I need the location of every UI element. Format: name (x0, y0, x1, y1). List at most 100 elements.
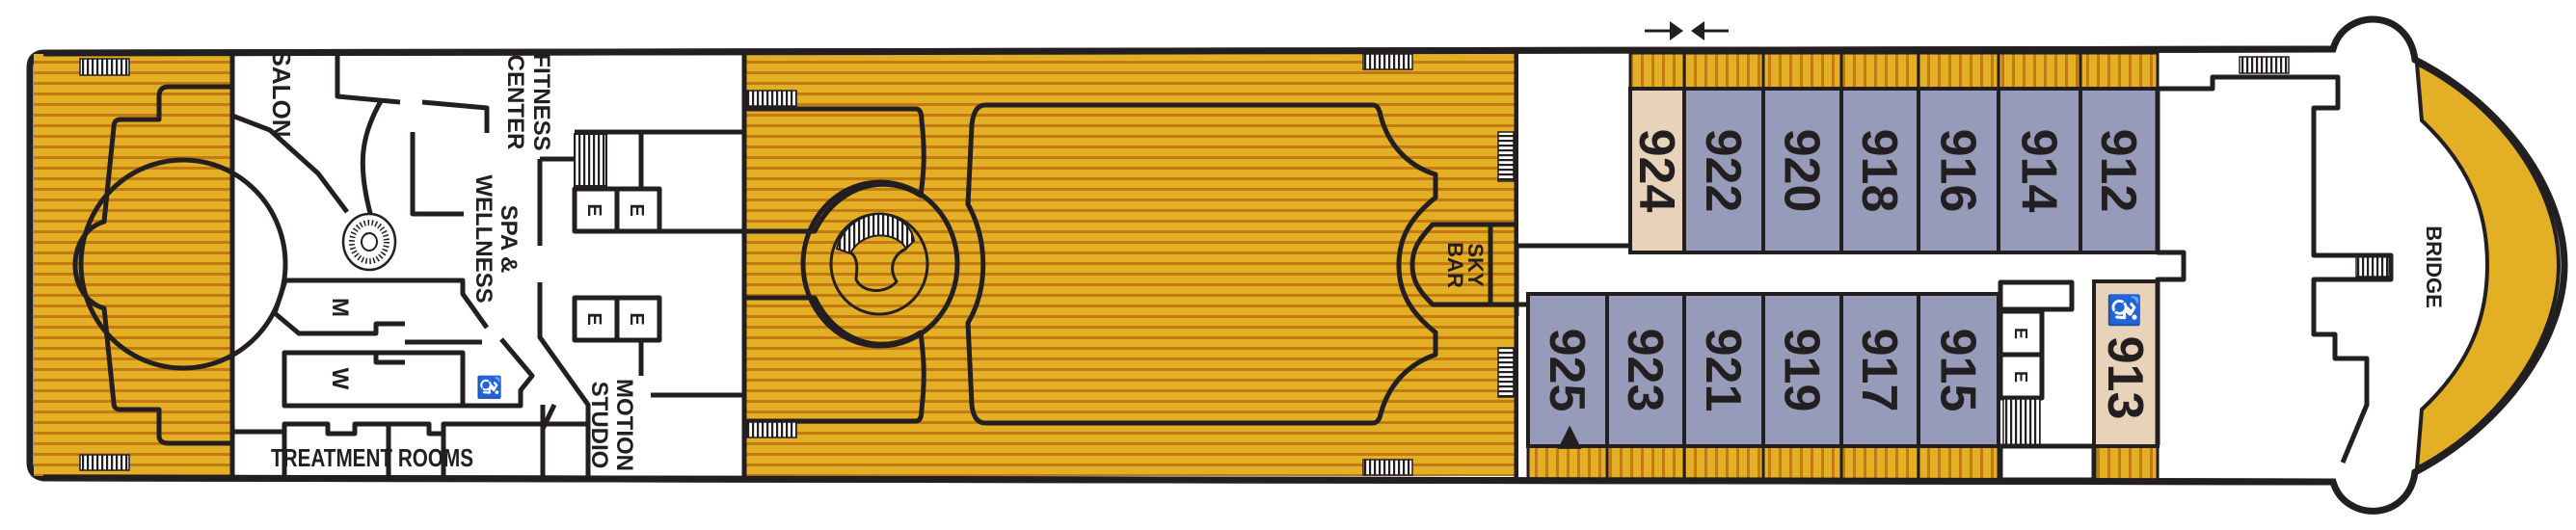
forward-corridor (1518, 53, 1630, 246)
cabin-918[interactable]: 918 (1839, 51, 1920, 254)
pool-deck (744, 54, 1516, 476)
cabin-921[interactable]: 921 (1682, 292, 1765, 482)
elevator-bank-aft: E E (572, 295, 662, 343)
womens-restroom-label: W (327, 368, 353, 390)
atrium (800, 179, 960, 349)
stern-lounge (72, 84, 235, 446)
stairs-icon (2355, 255, 2392, 278)
cabin-924[interactable]: 924 (1628, 51, 1686, 254)
cabin-number: 913 (2097, 336, 2153, 420)
fitness-center-label-2: CENTER (502, 55, 528, 150)
cabin-room (2079, 87, 2160, 254)
balcony (1917, 51, 2000, 91)
balcony (1605, 444, 1686, 482)
stairs-icon (1362, 53, 1413, 70)
cabin-917[interactable]: 917 (1839, 292, 1920, 482)
cabin-room (1839, 87, 1920, 254)
balcony (1997, 51, 2082, 91)
stairs-icon (1497, 347, 1515, 398)
cabin-916[interactable]: 916 (1917, 51, 2000, 254)
cabin-number: 921 (1695, 329, 1751, 412)
cabin-number: 912 (2090, 129, 2146, 213)
cabin-912[interactable]: 912 (2079, 51, 2160, 254)
sky-bar-label: SKY (1463, 243, 1488, 287)
balcony (1839, 444, 1920, 482)
elevator-icon (614, 186, 662, 234)
cabin-913[interactable]: ♿ 913 (2092, 279, 2160, 482)
elevator-bank-forward: E E (572, 186, 662, 234)
balcony (1526, 444, 1609, 482)
elevator-bank-cabins: E E (1998, 279, 2097, 483)
bow-deck (2414, 60, 2562, 472)
cabin-number: 916 (1930, 129, 1986, 213)
elevator-icon (1998, 352, 2045, 401)
svg-text:E: E (2011, 328, 2030, 339)
balcony (1682, 444, 1765, 482)
stern-deck (34, 54, 232, 476)
sky-bar-label-2: BAR (1443, 242, 1467, 288)
cabin-room (1839, 292, 1920, 448)
cabin-919[interactable]: 919 (1761, 292, 1843, 482)
stairs-icon (79, 58, 130, 76)
cabin-914[interactable]: 914 (1997, 51, 2082, 254)
cabin-920[interactable]: 920 (1761, 51, 1843, 254)
cabin-number: 924 (1628, 129, 1684, 213)
cabin-number: 925 (1539, 329, 1595, 412)
wheelchair-icon: ♿ (2107, 292, 2141, 328)
stairs-icon (79, 454, 130, 471)
cabin-room (2092, 279, 2160, 448)
mens-restroom-label: M (327, 298, 353, 317)
atrium-interior (741, 106, 926, 424)
stairs-icon (2002, 398, 2041, 446)
cabin-number: 923 (1617, 329, 1673, 412)
cabin-room (1761, 87, 1843, 254)
cabin-number: 918 (1851, 129, 1907, 213)
cabin-room (1682, 292, 1765, 448)
spa-label-2: WELLNESS (470, 174, 496, 303)
cabin-923[interactable]: 923 (1605, 292, 1686, 482)
cabin-number: 919 (1774, 329, 1830, 412)
cabin-room (1917, 292, 2000, 448)
cabin-room (1526, 292, 1609, 448)
balcony (2079, 51, 2160, 91)
stairs-group (79, 53, 2392, 476)
svg-text:E: E (583, 203, 604, 216)
cabin-number: 920 (1774, 129, 1830, 213)
salon-rotunda (78, 157, 288, 371)
stairs-icon (1497, 131, 1515, 182)
stairs-icon (2239, 56, 2290, 74)
svg-text:E: E (2011, 371, 2030, 383)
balcony (1682, 51, 1765, 91)
spa-label: SPA & (496, 205, 522, 274)
sky-bar (1409, 222, 1493, 307)
salon-label: SALON (267, 50, 296, 138)
cabin-number: 922 (1695, 129, 1751, 213)
cabin-number: 914 (2011, 129, 2067, 213)
fitness-center-label: FITNESS (528, 53, 554, 150)
cabin-number: 917 (1851, 329, 1907, 412)
cabin-room (1682, 87, 1765, 254)
balcony (1761, 51, 1843, 91)
cabin-number: 915 (1930, 329, 1986, 412)
stairs-icon (1362, 459, 1413, 476)
motion-studio-label-2: STUDIO (586, 382, 612, 469)
pool-area (965, 102, 1438, 426)
cabin-915[interactable]: 915 (1917, 292, 2000, 482)
balcony (1917, 444, 2000, 482)
spiral-staircase-icon (835, 212, 916, 255)
cabin-925[interactable]: 925▶ (1526, 292, 1609, 482)
svg-text:E: E (583, 312, 604, 325)
bridge-label: BRIDGE (2422, 225, 2446, 308)
balcony (2092, 444, 2160, 482)
arrows-inward-icon (1645, 21, 1729, 40)
spiral-staircase-icon (341, 212, 397, 272)
stairs-icon (746, 90, 797, 107)
treatment-rooms-label: TREATMENT ROOMS (271, 443, 473, 472)
cabin-room (1628, 87, 1686, 254)
balcony (1761, 444, 1843, 482)
cabin-922[interactable]: 922 (1682, 51, 1765, 254)
balcony (1839, 51, 1920, 91)
svg-text:E: E (626, 312, 647, 325)
